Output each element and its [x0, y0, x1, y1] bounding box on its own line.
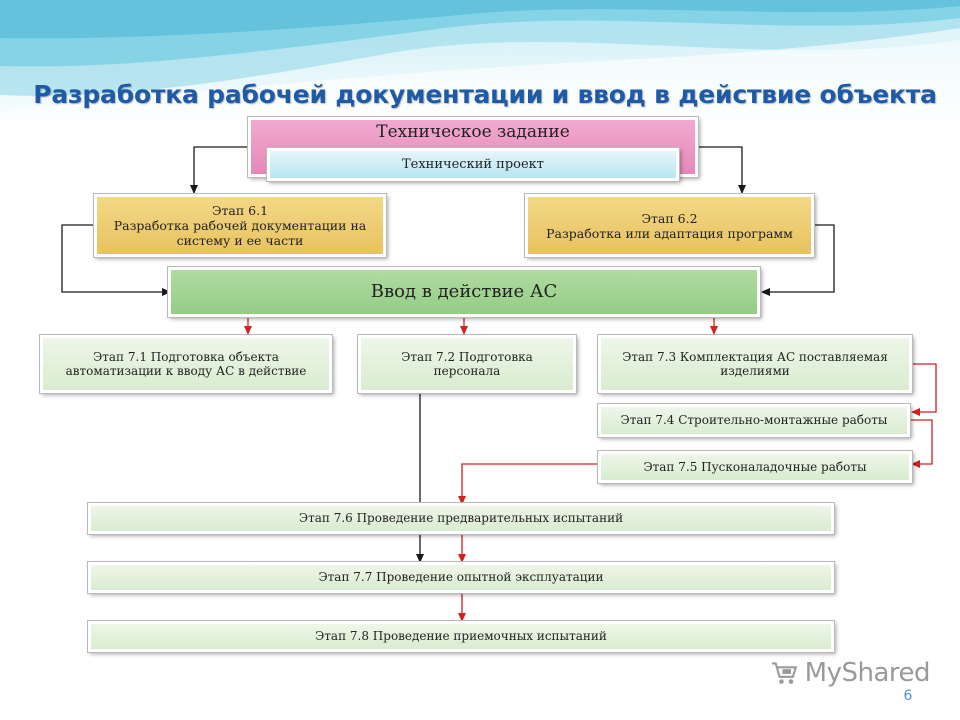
node-stage-7-4: Этап 7.4 Строительно-монтажные работы — [598, 404, 910, 437]
node-stage-7-1: Этап 7.1 Подготовка объекта автоматизаци… — [40, 335, 332, 393]
page-title: Разработка рабочей документации и ввод в… — [33, 80, 937, 109]
node-label: Этап 7.4 Строительно-монтажные работы — [620, 413, 888, 428]
node-stage-7-5: Этап 7.5 Пусконаладочные работы — [598, 451, 912, 483]
node-label: Этап 7.2 Подготовка персонала — [401, 349, 533, 378]
mouse-cart-icon — [771, 662, 798, 684]
node-stage-7-8: Этап 7.8 Проведение приемочных испытаний — [88, 621, 834, 652]
page-number: 6 — [903, 688, 913, 704]
node-label: Этап 6.1 — [211, 203, 269, 218]
node-label: Этап 7.7 Проведение опытной эксплуатации — [318, 570, 604, 585]
node-label: Ввод в действие АС — [370, 281, 558, 303]
node-stage-7-2: Этап 7.2 Подготовка персонала — [358, 335, 576, 393]
node-technical-project: Технический проект — [267, 148, 679, 181]
node-label: Этап 7.8 Проведение приемочных испытаний — [315, 629, 607, 644]
node-label: Этап 7.1 Подготовка объекта автоматизаци… — [65, 349, 307, 378]
logo-text: MyShared — [804, 658, 931, 688]
node-label: Этап 7.3 Комплектация АС поставляемая из… — [622, 349, 888, 378]
node-stage-7-6: Этап 7.6 Проведение предварительных испы… — [88, 503, 834, 534]
node-label: Этап 7.6 Проведение предварительных испы… — [298, 511, 624, 526]
myshared-logo: MyShared — [770, 658, 931, 688]
node-label: Разработка рабочей документации на систе… — [113, 218, 367, 248]
node-stage-6-2: Этап 6.2 Разработка или адаптация програ… — [525, 194, 814, 257]
node-commissioning: Ввод в действие АС — [168, 267, 760, 317]
node-label: Разработка или адаптация программ — [546, 225, 793, 241]
node-label: Техническое задание — [376, 122, 570, 142]
node-stage-7-7: Этап 7.7 Проведение опытной эксплуатации — [88, 562, 834, 593]
node-stage-6-1: Этап 6.1 Разработка рабочей документации… — [94, 194, 386, 257]
node-label: Этап 6.2 — [641, 210, 698, 226]
node-label: Технический проект — [401, 156, 544, 172]
node-label: Этап 7.5 Пусконаладочные работы — [643, 459, 867, 474]
node-stage-7-3: Этап 7.3 Комплектация АС поставляемая из… — [598, 335, 912, 393]
